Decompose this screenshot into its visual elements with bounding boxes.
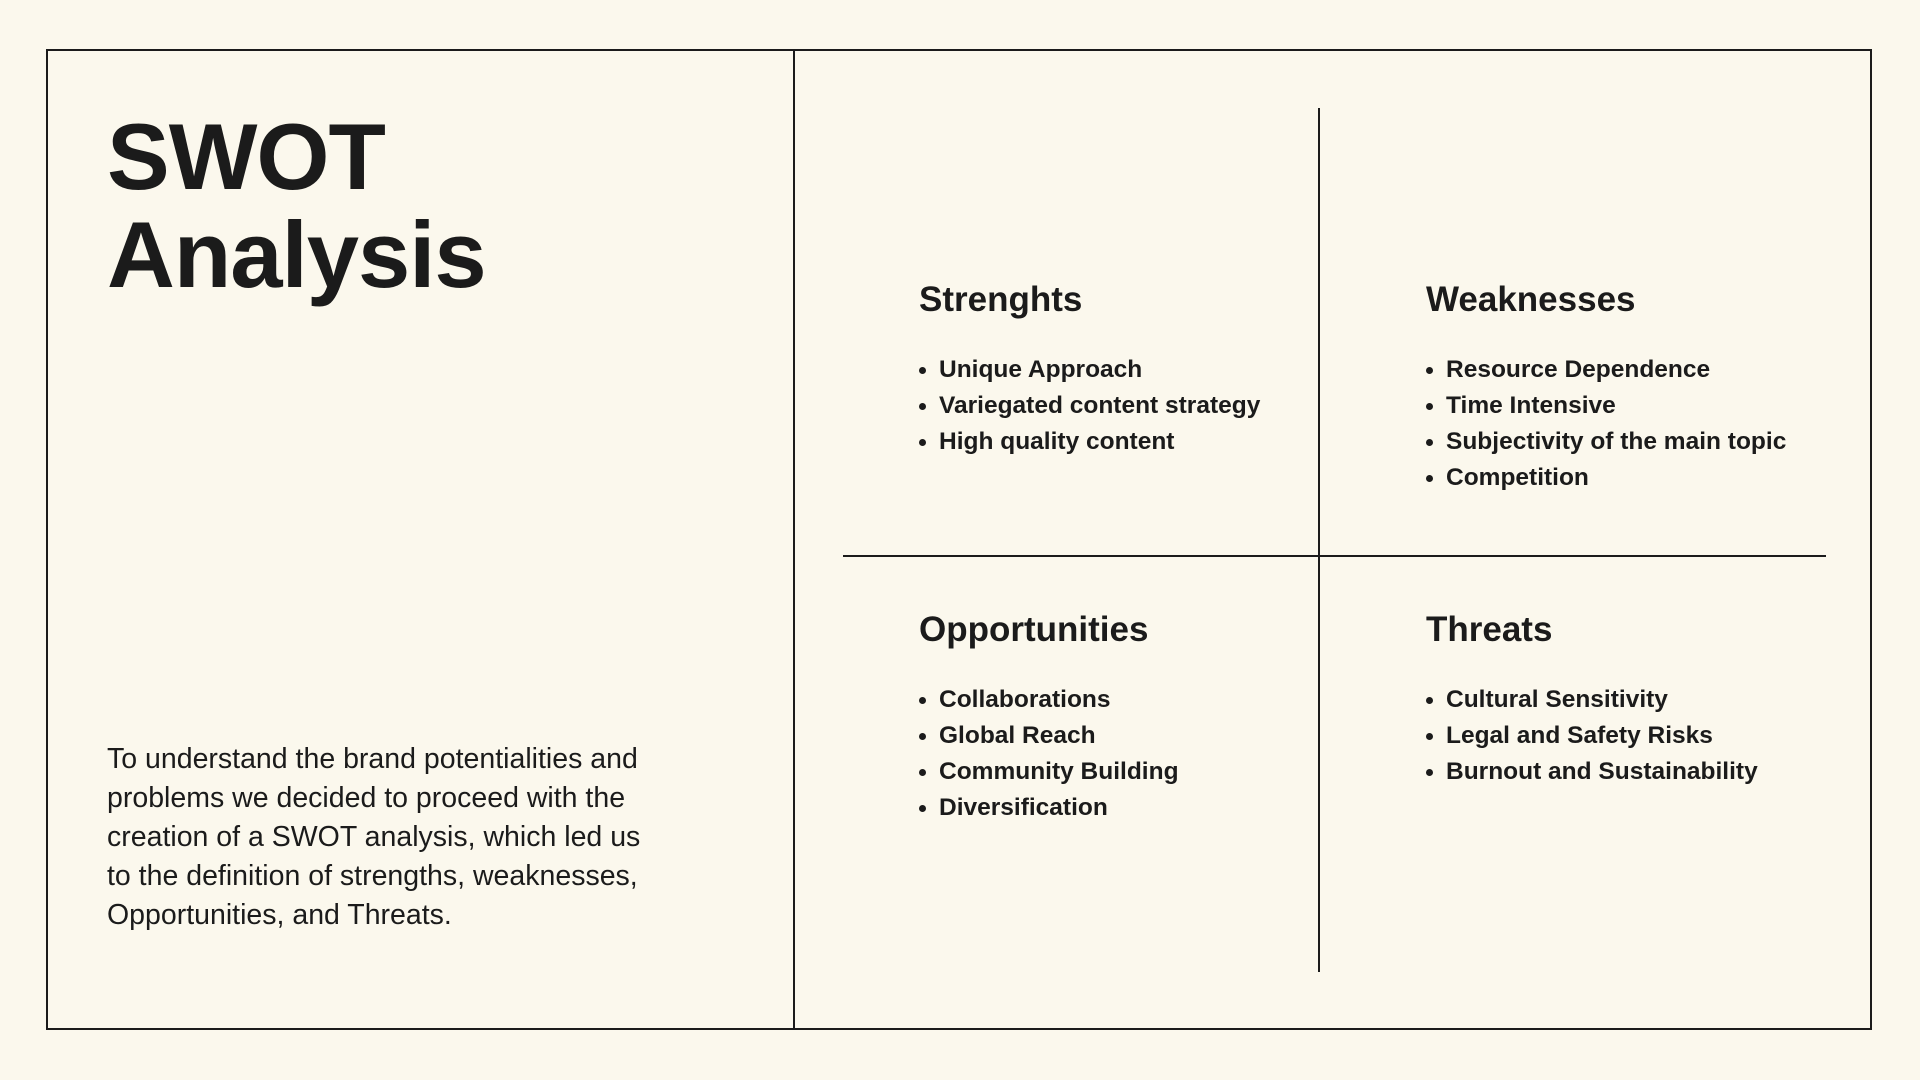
weaknesses-list: Resource Dependence Time Intensive Subje…: [1426, 352, 1866, 496]
grid-horizontal-line: [843, 555, 1826, 557]
quadrant-threats: Threats Cultural Sensitivity Legal and S…: [1426, 610, 1866, 790]
threats-list: Cultural Sensitivity Legal and Safety Ri…: [1426, 682, 1866, 790]
list-item: Cultural Sensitivity: [1426, 682, 1866, 718]
threats-heading: Threats: [1426, 610, 1553, 649]
quadrant-strengths: Strenghts Unique Approach Variegated con…: [919, 280, 1359, 460]
quadrant-opportunities: Opportunities Collaborations Global Reac…: [919, 610, 1359, 826]
list-item: Legal and Safety Risks: [1426, 718, 1866, 754]
opportunities-heading: Opportunities: [919, 610, 1149, 649]
strengths-list: Unique Approach Variegated content strat…: [919, 352, 1359, 460]
list-item: Collaborations: [919, 682, 1359, 718]
list-item: Diversification: [919, 790, 1359, 826]
list-item: Global Reach: [919, 718, 1359, 754]
list-item: Unique Approach: [919, 352, 1359, 388]
grid-vertical-line: [1318, 108, 1320, 972]
main-divider: [793, 49, 795, 1030]
title-line-2: Analysis: [107, 202, 487, 307]
list-item: Competition: [1426, 460, 1866, 496]
list-item: Variegated content strategy: [919, 388, 1359, 424]
list-item: Burnout and Sustainability: [1426, 754, 1866, 790]
page-title: SWOT Analysis: [107, 104, 487, 307]
list-item: Resource Dependence: [1426, 352, 1866, 388]
opportunities-list: Collaborations Global Reach Community Bu…: [919, 682, 1359, 826]
list-item: Community Building: [919, 754, 1359, 790]
list-item: Time Intensive: [1426, 388, 1866, 424]
quadrant-weaknesses: Weaknesses Resource Dependence Time Inte…: [1426, 280, 1866, 496]
list-item: Subjectivity of the main topic: [1426, 424, 1866, 460]
slide-frame: [46, 49, 1872, 1030]
title-line-1: SWOT: [107, 104, 386, 209]
strengths-heading: Strenghts: [919, 280, 1083, 319]
description-text: To understand the brand potentialities a…: [107, 743, 641, 931]
list-item: High quality content: [919, 424, 1359, 460]
weaknesses-heading: Weaknesses: [1426, 280, 1636, 319]
